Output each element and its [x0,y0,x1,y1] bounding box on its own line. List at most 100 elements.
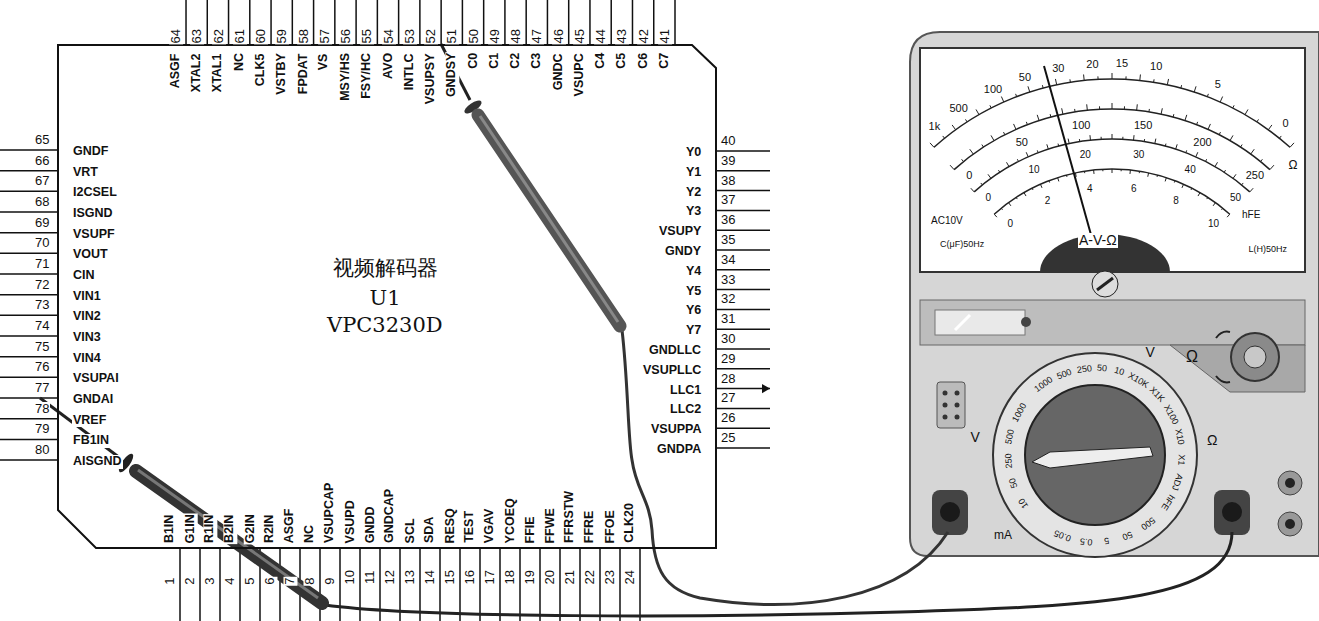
pin-name: FFOE [603,509,617,544]
pin-number: 75 [34,340,50,354]
pin-name: FSY/HC [360,52,374,100]
scale-tick [1207,197,1208,199]
pin-lead [716,408,770,410]
pin-lead [313,0,315,45]
pin-lead [716,328,770,330]
pin-name: FPDAT [297,52,311,95]
probe-tip [441,44,470,100]
scale-tick [1174,181,1176,183]
mode-label: V [970,430,981,445]
scale-tick [1037,150,1039,152]
scale-tick [1007,162,1010,166]
scale-tick [1083,74,1085,80]
pin-number: 56 [339,28,353,44]
pin-number: 40 [720,134,736,148]
pin-number: 6 [263,576,277,585]
pin-number: 64 [169,28,183,44]
dial-range: 0.05 [1052,526,1074,542]
pin-number: 60 [254,28,268,44]
pin-lead [0,253,58,255]
pin-name: Y3 [685,205,702,219]
scale-tick [1147,173,1149,177]
pin-name: MSY/HS [339,52,353,102]
scale-label: AC10V [930,215,964,226]
pin-number: 62 [212,28,226,44]
scale-tick [962,159,964,161]
scale-tick [1136,104,1138,110]
pin-name: VSUPPA [650,423,702,437]
dial-range: X1K [1147,385,1167,406]
pin-number: 73 [34,298,50,312]
jack-hole [1222,502,1242,522]
pin-name: C0 [467,52,481,70]
scale-tick [1112,73,1113,79]
pin-lead [185,0,187,45]
scale-tick [1016,197,1017,199]
mode-label: V [1145,345,1156,360]
dial-range: 250 [1075,364,1093,376]
scale-tick [1050,114,1052,117]
pin-lead [716,170,770,172]
scale-number: 10 [1207,218,1220,229]
pin-name: FFRSTW [563,490,577,544]
pin-number: 26 [720,411,736,425]
pin-name: VS [318,52,332,71]
pin-number: 70 [34,236,50,250]
pin-lead [0,315,58,317]
pin-leads [0,0,770,621]
pin-name: GNDY [664,245,702,259]
probe-handle [478,115,620,326]
scale-unit: Ω [1288,159,1299,172]
scale-tick [1101,137,1102,139]
adjust-arrow [1216,376,1230,382]
pin-number: 80 [34,443,50,457]
scale-tick [1125,76,1126,79]
pin-number: 17 [483,569,497,585]
pin-name: CLK20 [623,502,637,544]
scale-tick [1290,143,1294,147]
scale-tick [1097,76,1098,79]
pin-name: VSUPF [72,228,116,242]
pin-name: R2IN [263,514,277,544]
scale-tick [1122,137,1123,139]
pin-lead [579,548,581,621]
scale-tick [1185,115,1187,121]
pin-name: CIN [72,269,96,283]
pin-name: SCL [403,517,417,544]
pin-lead [0,294,58,296]
scale-tick [1009,203,1011,206]
jack-hole [940,502,960,522]
scale-tick [1068,139,1069,144]
scale-tick [998,170,999,172]
pin-name: VSTBY [275,52,289,96]
pin-number: 7 [283,576,297,585]
scale-number: 100 [983,83,1003,95]
pin-number: 12 [383,569,397,585]
pin-number: 9 [323,576,337,585]
meter-legend: A-V-Ω [1078,233,1118,248]
pin-number: 15 [443,569,457,585]
pin-lead [462,0,464,45]
scale-tick [1224,170,1225,172]
scale-tick [1207,94,1208,97]
scale-tick [1086,104,1088,110]
scale-number: 40 [1184,164,1197,175]
pin-number: 37 [720,193,736,207]
scale-label: hFE [1241,209,1261,220]
pin-name: NC [303,524,317,544]
scale-tick [1148,109,1149,112]
pin-name: Y7 [685,324,702,338]
scale-number: 0 [985,192,993,203]
scale-tick [1026,122,1027,125]
chip-label: VPC3230D [326,314,444,337]
scale-tick [1173,114,1175,117]
pin-name: FB1IN [72,434,110,448]
scale-tick [1190,188,1192,190]
pin-name: G2IN [243,513,257,544]
scale-tick [1219,132,1220,135]
scale-number: 0 [1006,218,1014,229]
scale-number: 150 [1133,119,1153,131]
pin-lead [716,348,770,350]
probe-cable [622,330,948,604]
meter-scale-arcs [934,79,1290,214]
